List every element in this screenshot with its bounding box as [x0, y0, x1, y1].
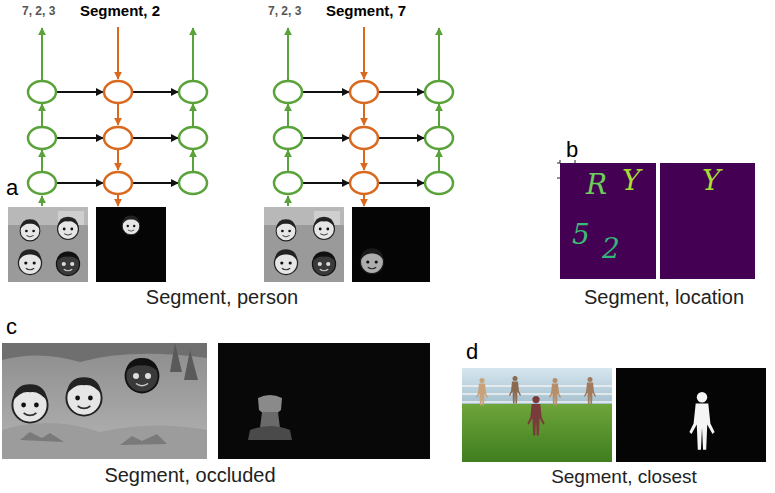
task-label: Segment, 7 — [326, 3, 406, 20]
digit-glyph: Y — [622, 166, 640, 197]
panel-letter: b — [566, 138, 578, 162]
output-mask — [218, 343, 430, 459]
scene-image — [2, 423, 207, 459]
scene-image — [126, 358, 159, 393]
digit-image — [560, 163, 656, 279]
network-diagram — [28, 27, 207, 206]
panel-caption: Segment, occluded — [104, 464, 275, 486]
field-image — [527, 396, 544, 436]
digit-image — [557, 163, 560, 164]
scene-image — [12, 384, 47, 422]
field-image — [509, 376, 521, 404]
scene-image — [2, 343, 207, 459]
network-diagram — [274, 27, 453, 206]
digit-glyph: 5 — [572, 220, 590, 251]
output-mask — [616, 368, 766, 462]
digit-glyph: 2 — [602, 234, 620, 265]
digit-image — [557, 160, 755, 279]
panel-letter: a — [6, 176, 18, 200]
input-image — [8, 207, 344, 282]
output-mask — [260, 412, 280, 428]
output-mask — [248, 426, 292, 440]
output-mask — [218, 343, 430, 459]
digit-glyph: R — [586, 170, 607, 201]
field-image — [476, 378, 488, 406]
output-mask — [96, 207, 430, 282]
digit-glyph: Y — [702, 166, 720, 197]
masked-face — [122, 216, 140, 235]
digit-image — [660, 163, 755, 279]
panel-letter: c — [6, 315, 17, 339]
field-image — [584, 377, 596, 405]
input-image — [264, 207, 344, 282]
output-mask — [96, 207, 166, 282]
masked-face — [360, 248, 383, 273]
task-label: Segment, 2 — [80, 3, 160, 20]
scene-image — [66, 377, 101, 415]
field-image — [462, 368, 612, 462]
panel-caption: Segment, person — [146, 286, 298, 308]
network-diagram — [28, 27, 453, 206]
output-mask — [352, 207, 430, 282]
panel-caption: Segment, closest — [551, 467, 697, 488]
digit-image — [557, 178, 560, 179]
scene-image — [170, 343, 198, 380]
scene-image — [2, 343, 207, 459]
input-image — [8, 207, 88, 282]
panel-letter: d — [466, 340, 478, 364]
scene-image — [20, 432, 167, 445]
panel-caption: Segment, location — [584, 286, 744, 308]
output-mask — [689, 392, 714, 450]
output-list: 7, 2, 3 — [22, 5, 55, 18]
output-list: 7, 2, 3 — [268, 5, 301, 18]
masked-face — [360, 248, 383, 273]
field-image — [549, 378, 561, 406]
output-mask — [616, 368, 766, 462]
